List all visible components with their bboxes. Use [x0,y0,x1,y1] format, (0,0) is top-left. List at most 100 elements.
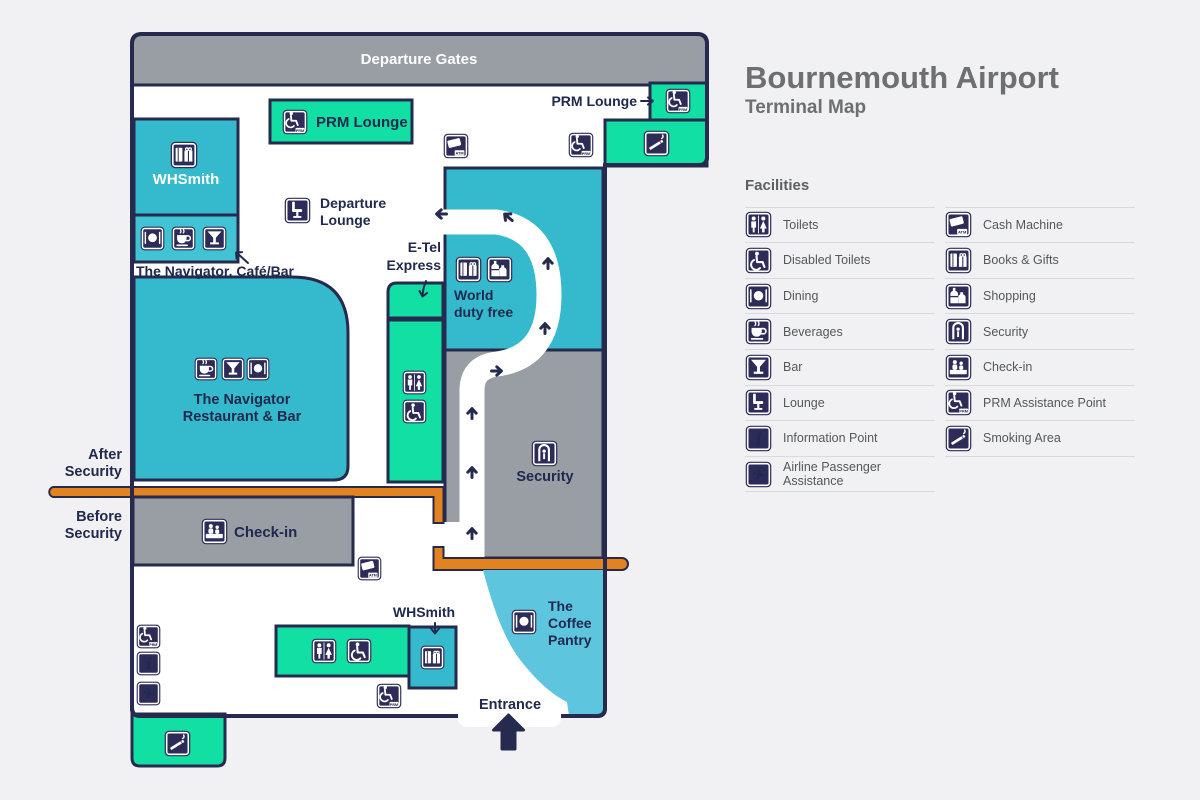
legend-row: Beverages [745,313,935,349]
shopping-icon [945,283,972,310]
etel-express-label: Express [387,257,442,273]
coffee-pantry-label: Coffee [548,615,592,631]
smoking-area-icon [643,130,670,157]
legend-label: Cash Machine [983,217,1063,232]
terminal-outline-stroke [130,32,709,718]
bar-icon [202,226,227,251]
books-gifts-icon [945,247,972,274]
legend-row: Check-in [945,348,1135,385]
legend-label: Books & Gifts [983,253,1059,268]
after-security-label: After [88,447,122,463]
page-title: Bournemouth Airport [745,60,1059,95]
legend-row: Security [945,313,1135,349]
prm-lounge-box-label: PRM Lounge [316,114,408,131]
disabled-toilets-icon [346,638,372,664]
legend-label: Disabled Toilets [783,253,871,268]
legend-row: Information Point [745,420,935,456]
legend-row: Smoking Area [945,420,1135,457]
region-coffee-pantry [483,570,603,716]
legend-row: Cash Machine [945,206,1135,243]
page-subtitle: Terminal Map [745,96,867,118]
prm-assistance-icon [376,683,402,709]
lounge-icon [284,197,311,224]
cash-machine-icon [443,133,469,159]
legend-label: Check-in [983,360,1033,375]
whsmith-bottom-label: WHSmith [393,604,455,620]
dining-icon [246,357,270,381]
prm-lounge-pointer-label: PRM Lounge [551,93,637,109]
information-point-icon [136,651,161,676]
facilities-heading: Facilities [745,176,810,194]
etel-express-label: E-Tel [408,239,441,255]
security-icon [945,318,972,345]
prm-assistance-icon [665,88,691,114]
region-etel-express [386,281,445,320]
after-security-label: Security [65,464,122,480]
lounge-icon [745,389,772,416]
legend-label: Smoking Area [983,431,1061,446]
info-panel: Bournemouth Airport Terminal Map Facilit… [745,60,1155,493]
entrance-arrow-icon [492,713,525,751]
legend-column-2: Cash Machine Books & Gifts Shopping Secu… [945,206,1135,493]
legend-label: Dining [783,289,819,304]
prm-assistance-icon [568,132,594,158]
legend-row: Books & Gifts [945,242,1135,278]
legend-label: Shopping [983,289,1036,304]
before-security-label: Before [76,509,122,525]
security-label: Security [516,469,573,485]
prm-assistance-icon [282,109,308,135]
cash-machine-icon [357,556,382,581]
world-duty-free-label: duty free [454,304,513,320]
region-toilets-bottom [274,624,411,678]
legend-row: Toilets [745,206,935,243]
before-security-label: Security [65,526,122,542]
facilities-legend: Toilets Disabled Toilets Dining Beverage… [745,206,1155,493]
legend-column-1: Toilets Disabled Toilets Dining Beverage… [745,206,935,493]
prm-lounge-pointer-arrow [640,96,654,106]
departure-lounge-label: Lounge [320,212,371,228]
toilets-icon [402,370,427,395]
books-gifts-icon [455,256,482,283]
shopping-icon [486,256,513,283]
dining-icon [745,283,772,310]
entrance-label: Entrance [479,697,541,713]
coffee-pantry-label: The [548,598,573,614]
beverages-icon [194,357,218,381]
airline-passenger-assistance-icon [745,461,772,488]
disabled-toilets-icon [745,247,772,274]
legend-row: Dining [745,277,935,314]
legend-label: Information Point [783,431,878,446]
bar-icon [221,357,245,381]
coffee-pantry-label: Pantry [548,632,592,648]
legend-row: PRM Assistance Point [945,384,1135,421]
region-check-in [131,495,355,567]
dining-icon [511,609,537,635]
toilets-icon [311,638,337,664]
world-duty-free-label: World [454,287,493,303]
beverages-icon [745,318,772,345]
legend-row: Shopping [945,277,1135,314]
departure-gates-label: Departure Gates [361,51,478,68]
navigator-restaurant-label: The Navigator [194,392,291,408]
legend-row: Airline Passenger Assistance [745,455,935,493]
security-icon [531,440,558,467]
entrance-opening [458,697,561,727]
legend-label: Security [983,324,1029,339]
dining-icon [140,226,165,251]
etel-pointer-arrow [418,280,428,298]
smoking-area-icon [164,730,191,757]
bar-icon [745,354,772,381]
prm-assistance-icon [945,389,972,416]
security-exit-gap [441,522,462,560]
whsmith-pointer-arrow [430,622,440,635]
departure-lounge-label: Departure [320,195,386,211]
information-point-icon [745,425,772,452]
legend-label: Airline Passenger Assistance [783,460,881,488]
navigator-cafe-label: The Navigator, Café/Bar [136,263,294,279]
disabled-toilets-icon [402,399,427,424]
legend-label: Toilets [783,217,819,232]
beverages-icon [171,226,196,251]
books-gifts-icon [420,645,445,670]
check-in-label: Check-in [234,524,297,541]
